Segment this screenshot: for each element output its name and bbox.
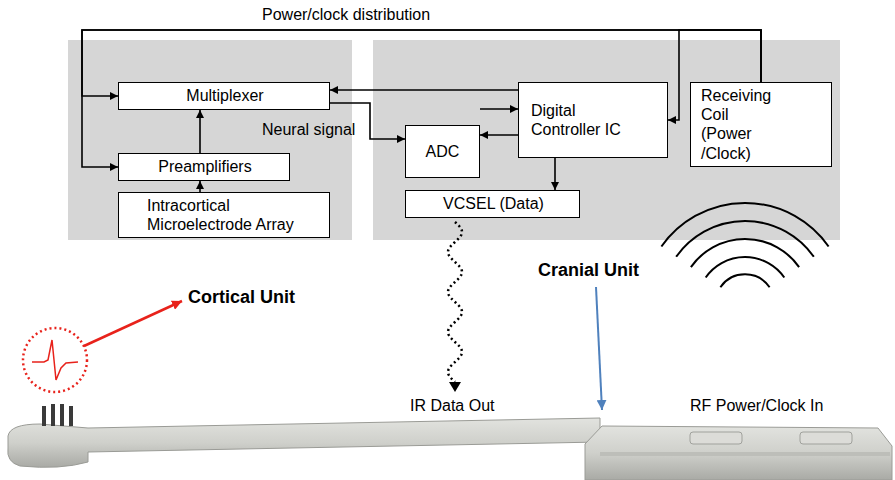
housing-bump (690, 432, 742, 444)
connector (330, 89, 518, 91)
connector (554, 158, 556, 190)
electrode-pin (42, 406, 46, 426)
spike-callout (23, 328, 87, 392)
connector (480, 108, 518, 110)
housing-seam (600, 452, 890, 456)
rf-arc (661, 203, 828, 247)
signal-label: RF Power/Clock In (690, 396, 823, 415)
electrode-pin (51, 404, 55, 426)
process-box: Intracortical Microelectrode Array (118, 192, 330, 238)
box-label: Receiving Coil (Power /Clock) (701, 86, 777, 163)
box-label: Preamplifiers (158, 157, 251, 176)
cortical-panel (68, 40, 352, 240)
unit-label: Cranial Unit (538, 260, 639, 282)
bus-label: Power/clock distribution (262, 5, 430, 24)
box-label: VCSEL (Data) (443, 194, 544, 213)
cranial-unit-body (585, 426, 892, 480)
signal-label: Neural signal (262, 120, 355, 139)
box-label: Digital Controller IC (531, 101, 621, 139)
spike-waveform (32, 340, 78, 380)
connector (480, 134, 518, 136)
ir-wave (448, 222, 462, 382)
electrode-pin (69, 406, 73, 426)
signal-label: IR Data Out (410, 396, 494, 415)
process-box: Preamplifiers (118, 153, 290, 181)
rf-arc (720, 274, 769, 287)
rf-arc (691, 239, 799, 267)
rf-waves (661, 203, 828, 287)
process-box: Receiving Coil (Power /Clock) (690, 82, 832, 167)
connector (199, 181, 201, 192)
rf-arc (706, 257, 785, 277)
unit-label: Cortical Unit (188, 287, 295, 309)
ir-arrowhead (449, 382, 461, 392)
implant-device (8, 404, 892, 480)
cortical-unit-body (8, 418, 600, 467)
box-label: Multiplexer (186, 86, 263, 105)
rf-arc (676, 221, 814, 257)
process-box: Digital Controller IC (518, 82, 668, 158)
callout-arrow (596, 287, 602, 410)
electrode-pin (60, 404, 64, 426)
process-box: Multiplexer (118, 82, 330, 110)
box-label: ADC (426, 142, 460, 161)
housing-bump (800, 432, 852, 444)
process-box: VCSEL (Data) (405, 190, 580, 218)
connector (199, 110, 201, 153)
process-box: ADC (405, 125, 480, 178)
cranial-panel (373, 40, 840, 240)
box-label: Intracortical Microelectrode Array (147, 196, 307, 234)
callout-arrow (84, 301, 182, 346)
